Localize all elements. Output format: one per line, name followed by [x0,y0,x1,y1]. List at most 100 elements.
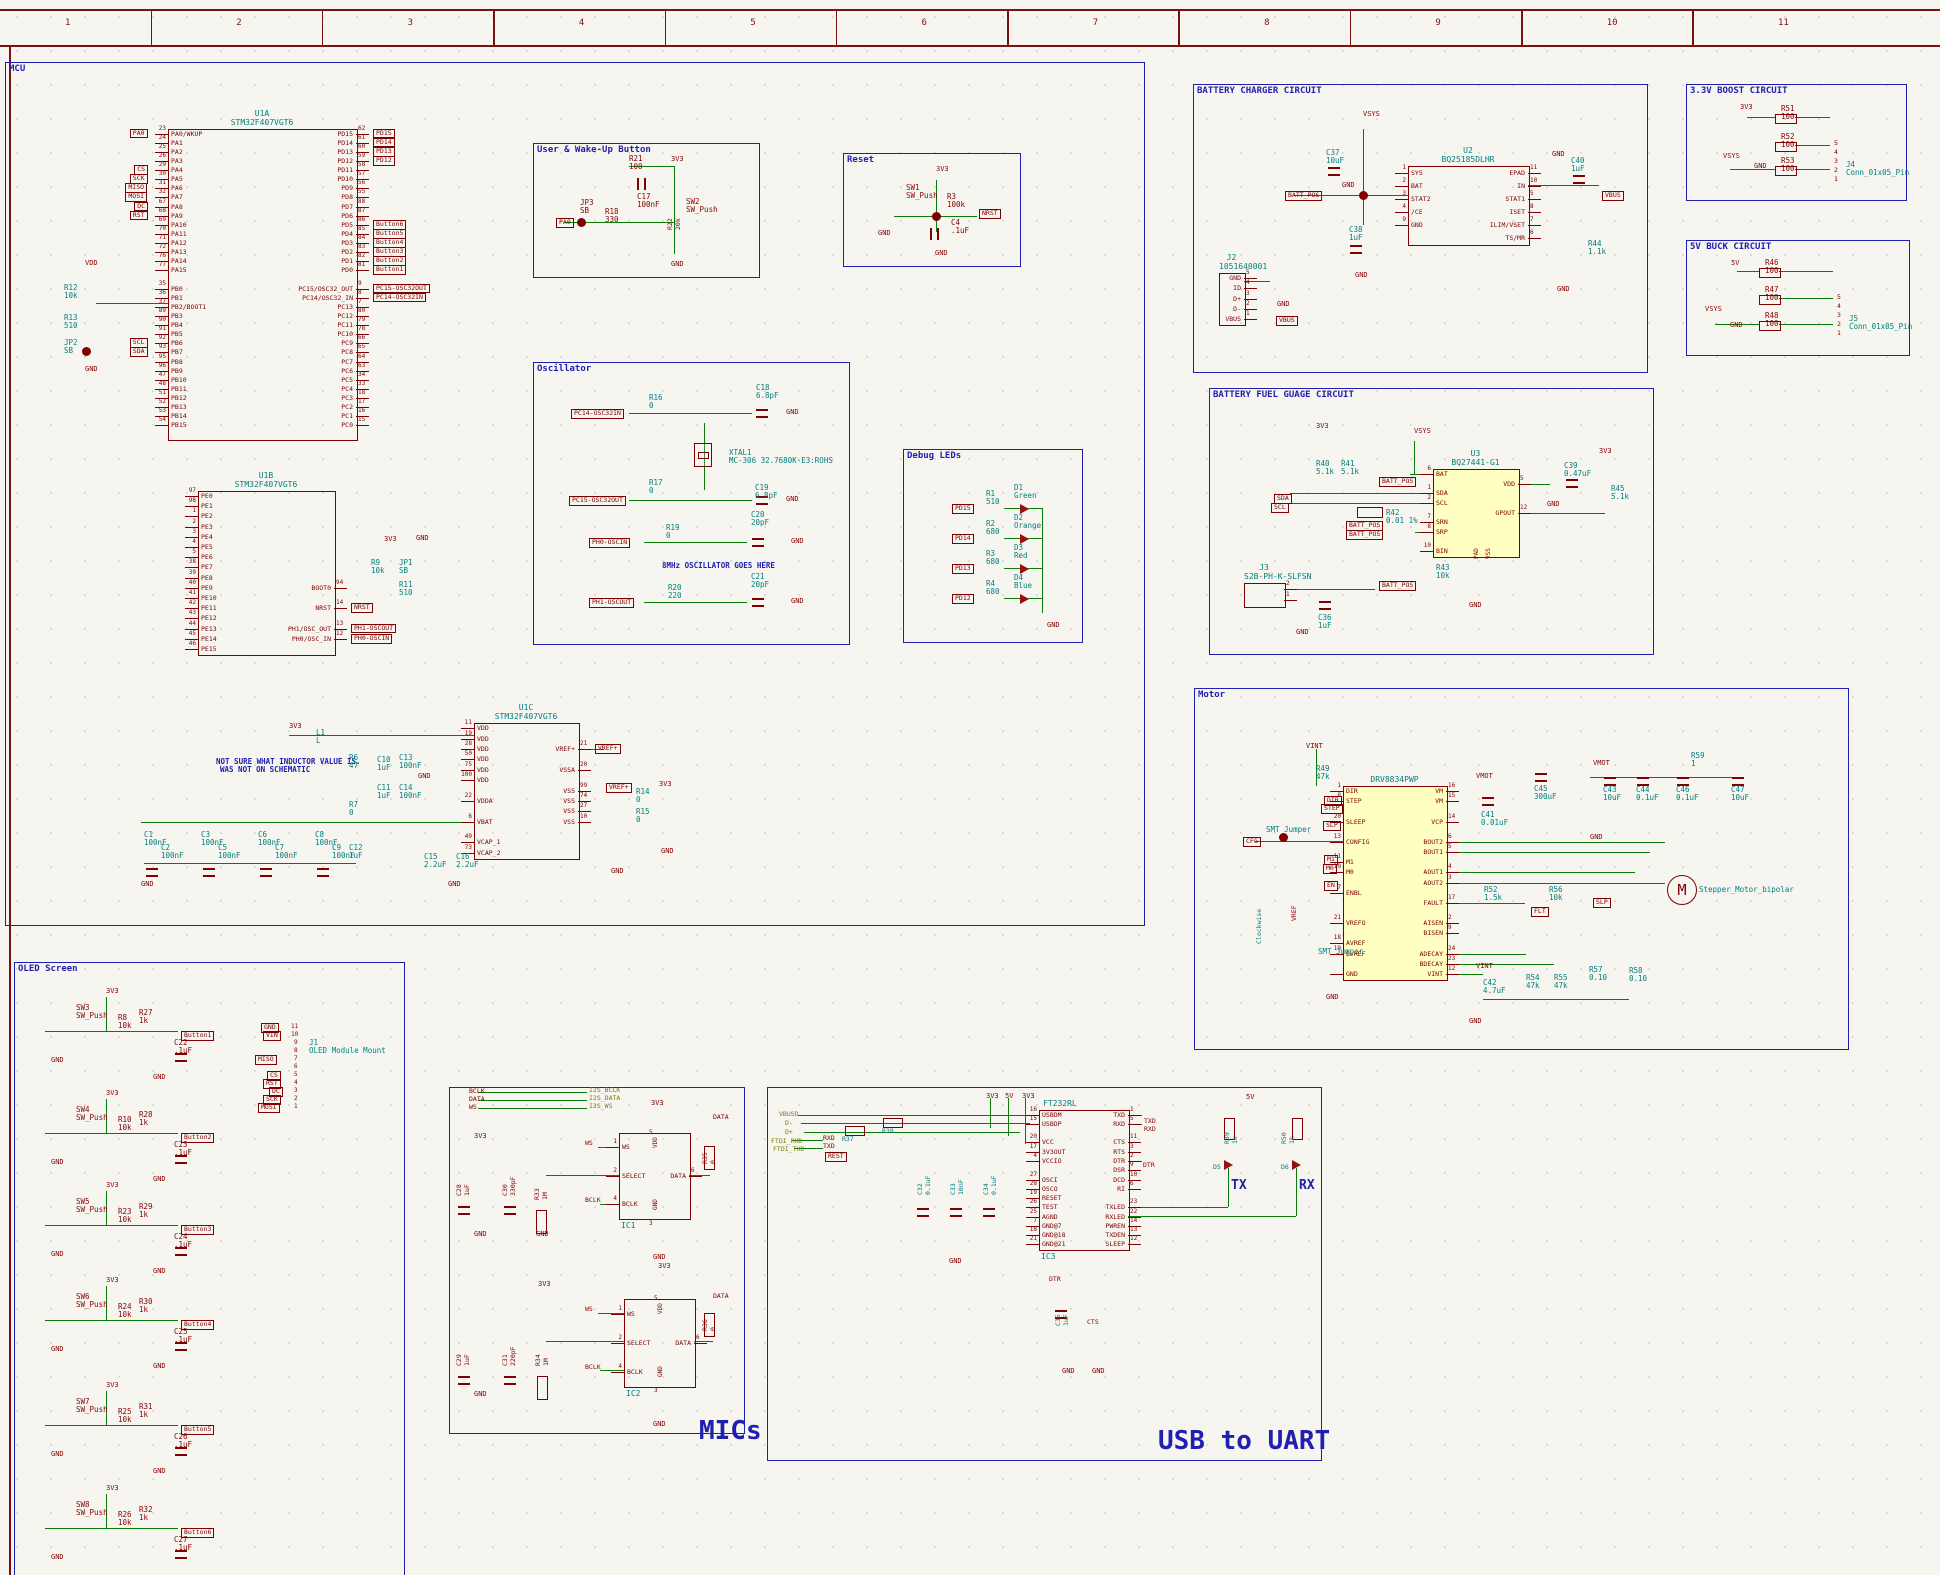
wire[interactable] [289,735,474,737]
capacitor-icon[interactable] [950,1208,962,1217]
schematic-text[interactable]: 1uF [377,763,391,772]
capacitor-icon[interactable] [504,1206,516,1215]
schematic-text[interactable]: C46 [1676,785,1690,794]
schematic-text[interactable]: VREF [1290,905,1298,921]
schematic-text[interactable]: SB [399,566,409,575]
schematic-text[interactable]: 5.1k [1611,492,1630,501]
schematic-text[interactable]: VSYS [1363,110,1380,118]
schematic-text[interactable]: .1uF [174,1240,193,1249]
schematic-text[interactable]: BCLK [585,1363,601,1371]
schematic-text[interactable]: R37 [842,1135,854,1143]
schematic-text[interactable]: 5 [1834,139,1838,147]
schematic-text[interactable]: Orange [1014,521,1042,530]
led-icon[interactable] [1020,504,1029,514]
schematic-text[interactable]: 10uF [1603,793,1622,802]
capacitor-icon[interactable] [1732,777,1744,786]
net-label[interactable]: TXD [823,1142,835,1150]
schematic-text[interactable]: MICs [699,1416,762,1446]
schematic-text[interactable]: 1M [541,1192,549,1200]
wire[interactable] [1244,281,1270,283]
schematic-text[interactable]: SW_Push [686,205,718,214]
schematic-text[interactable]: 100nF [275,851,298,860]
capacitor-icon[interactable] [752,598,764,607]
global-label[interactable]: Button2 [181,1133,215,1143]
schematic-text[interactable]: 3V3 [106,1181,119,1189]
ic-U1A[interactable] [168,129,358,441]
global-label[interactable]: NRST [979,209,1001,219]
schematic-text[interactable]: GND [1590,833,1603,841]
schematic-text[interactable]: R38 [882,1127,894,1135]
schematic-text[interactable]: 20k [674,218,682,230]
schematic-text[interactable]: D3 [1014,543,1024,552]
wire[interactable] [1730,169,1775,171]
global-label[interactable]: PC15-OSC32OUT [569,496,626,506]
capacitor-icon[interactable] [1566,479,1578,488]
schematic-text[interactable]: GND [141,880,154,888]
wire[interactable] [1284,589,1375,591]
wire[interactable] [600,1370,624,1372]
schematic-text[interactable]: J5 [1849,314,1859,323]
schematic-text[interactable]: 100 [1765,266,1779,275]
schematic-text[interactable]: 8 [294,1047,298,1054]
schematic-text[interactable]: GND [786,408,799,416]
schematic-text[interactable]: GND [935,249,948,257]
schematic-text[interactable]: 1uF [1062,1314,1070,1326]
schematic-text[interactable]: VMOT [1593,759,1610,767]
schematic-text[interactable]: 1uF [377,791,391,800]
led-icon[interactable] [1020,534,1029,544]
schematic-text[interactable]: R4 [986,579,996,588]
wire[interactable] [1795,117,1830,119]
schematic-text[interactable]: GND [474,1230,487,1238]
led-icon[interactable] [1292,1160,1301,1170]
capacitor-icon[interactable] [504,1376,516,1385]
schematic-text[interactable]: R39 [1223,1132,1231,1144]
wire[interactable] [674,166,676,254]
schematic-text[interactable]: GND [1552,150,1565,158]
schematic-text[interactable]: SW7 [76,1397,90,1406]
schematic-text[interactable]: R26 [118,1510,132,1519]
schematic-text[interactable]: WS [585,1139,593,1147]
wire[interactable] [1290,493,1433,495]
schematic-text[interactable]: 2 [294,1095,298,1102]
schematic-text[interactable]: Green [1014,491,1037,500]
schematic-text[interactable]: 3V3 [474,1132,487,1140]
schematic-text[interactable]: VDD [85,259,98,267]
schematic-text[interactable]: 5 [1837,293,1841,301]
schematic-text[interactable]: 5.1k [1341,467,1360,476]
wire[interactable] [644,602,747,604]
schematic-text[interactable]: 0 [636,815,641,824]
schematic-text[interactable]: Conn_01x05_Pin [1849,322,1913,331]
wire[interactable] [1747,117,1775,119]
wire[interactable] [1795,145,1830,147]
schematic-text[interactable]: 4 [1837,302,1841,310]
resistor-box-icon[interactable] [1775,142,1797,152]
resistor-box-icon[interactable] [1357,507,1383,518]
schematic-text[interactable]: R54 [1526,973,1540,982]
schematic-text[interactable]: 680 [986,587,1000,596]
schematic-text[interactable]: C45 [1534,784,1548,793]
wire[interactable] [1446,903,1525,905]
schematic-text[interactable]: 1uF [349,851,363,860]
schematic-text[interactable]: C2 [161,843,171,852]
resistor-box-icon[interactable] [704,1313,715,1337]
wire[interactable] [1446,964,1554,966]
schematic-text[interactable]: 6 [294,1063,298,1070]
schematic-text[interactable]: 10uF [1326,156,1345,165]
capacitor-icon[interactable] [1482,797,1494,806]
schematic-text[interactable]: 100 [1781,164,1795,173]
schematic-text[interactable]: 0 [649,401,654,410]
capacitor-icon[interactable] [1677,777,1689,786]
wire[interactable] [936,180,938,216]
schematic-text[interactable]: VSYS [1723,152,1740,160]
schematic-text[interactable]: 100nF [144,838,167,847]
schematic-text[interactable]: 3V3 [384,535,397,543]
schematic-text[interactable]: R16 [649,393,663,402]
schematic-text[interactable]: R32 [139,1505,153,1514]
solder-jumper-dot[interactable] [82,347,91,356]
schematic-text[interactable]: C12 [349,843,363,852]
schematic-text[interactable]: R24 [118,1302,132,1311]
capacitor-icon[interactable] [637,178,646,190]
schematic-text[interactable]: 10k [371,566,385,575]
wire[interactable] [1228,1168,1230,1207]
